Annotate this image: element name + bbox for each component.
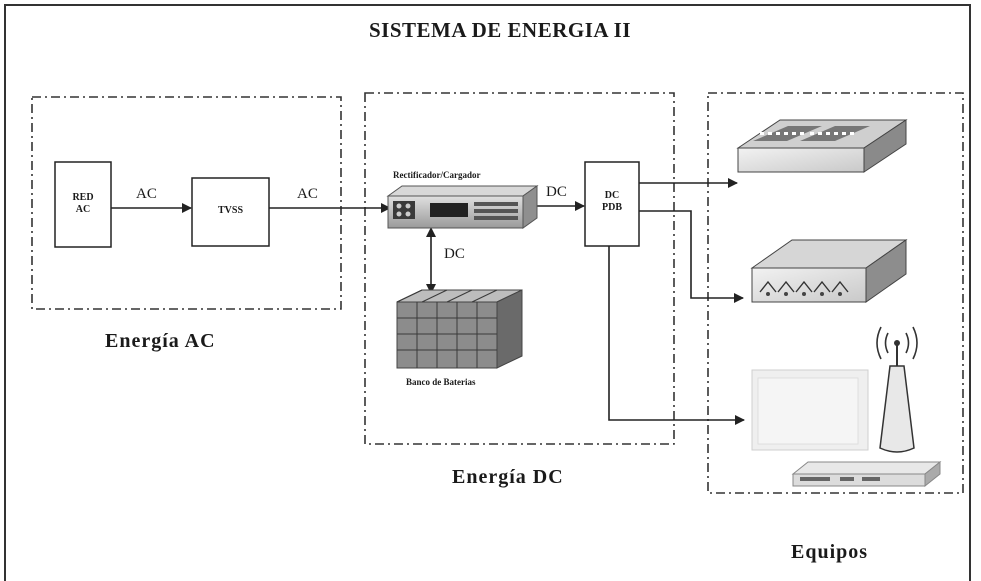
access-point-icon — [751, 369, 869, 451]
red-ac-label-line1: RED — [72, 192, 94, 203]
arrow-pdb-to-router — [639, 210, 744, 303]
energia-dc-region — [364, 92, 675, 445]
red-ac-label: RED AC — [55, 192, 111, 216]
equipos-heading: Equipos — [791, 541, 869, 563]
switch-icon — [736, 119, 908, 173]
energia-ac-region — [31, 96, 342, 310]
wireless-antenna-icon — [876, 326, 918, 453]
dc-pdb-block — [584, 161, 640, 247]
ac-label-2: AC — [297, 186, 318, 202]
tvss-block — [191, 177, 270, 247]
ac-label-1: AC — [136, 186, 157, 202]
tvss-label: TVSS — [217, 205, 243, 216]
dc-pdb-label: DC PDB — [585, 190, 639, 214]
dc-vertical-label: DC — [444, 246, 465, 262]
red-ac-block — [54, 161, 112, 248]
router-icon — [750, 239, 908, 303]
dc-pdb-label-line2: PDB — [602, 202, 622, 213]
diagram-title: SISTEMA DE ENERGIA II — [369, 18, 631, 42]
diagram-frame — [4, 4, 971, 581]
dc-pdb-label-line1: DC — [604, 190, 620, 201]
arrow-pdb-to-access-point — [608, 246, 745, 425]
battery-bank-icon — [396, 289, 523, 369]
red-ac-label-line2: AC — [75, 204, 91, 215]
rectifier-icon — [386, 185, 539, 229]
equipos-region — [707, 92, 964, 494]
dc-out-label: DC — [546, 184, 567, 200]
rectificador-label: Rectificador/Cargador — [393, 170, 481, 180]
banco-label: Banco de Baterias — [406, 377, 476, 387]
energia-dc-heading: Energía DC — [452, 466, 564, 488]
modem-icon — [791, 460, 942, 488]
energia-ac-heading: Energía AC — [105, 330, 216, 352]
